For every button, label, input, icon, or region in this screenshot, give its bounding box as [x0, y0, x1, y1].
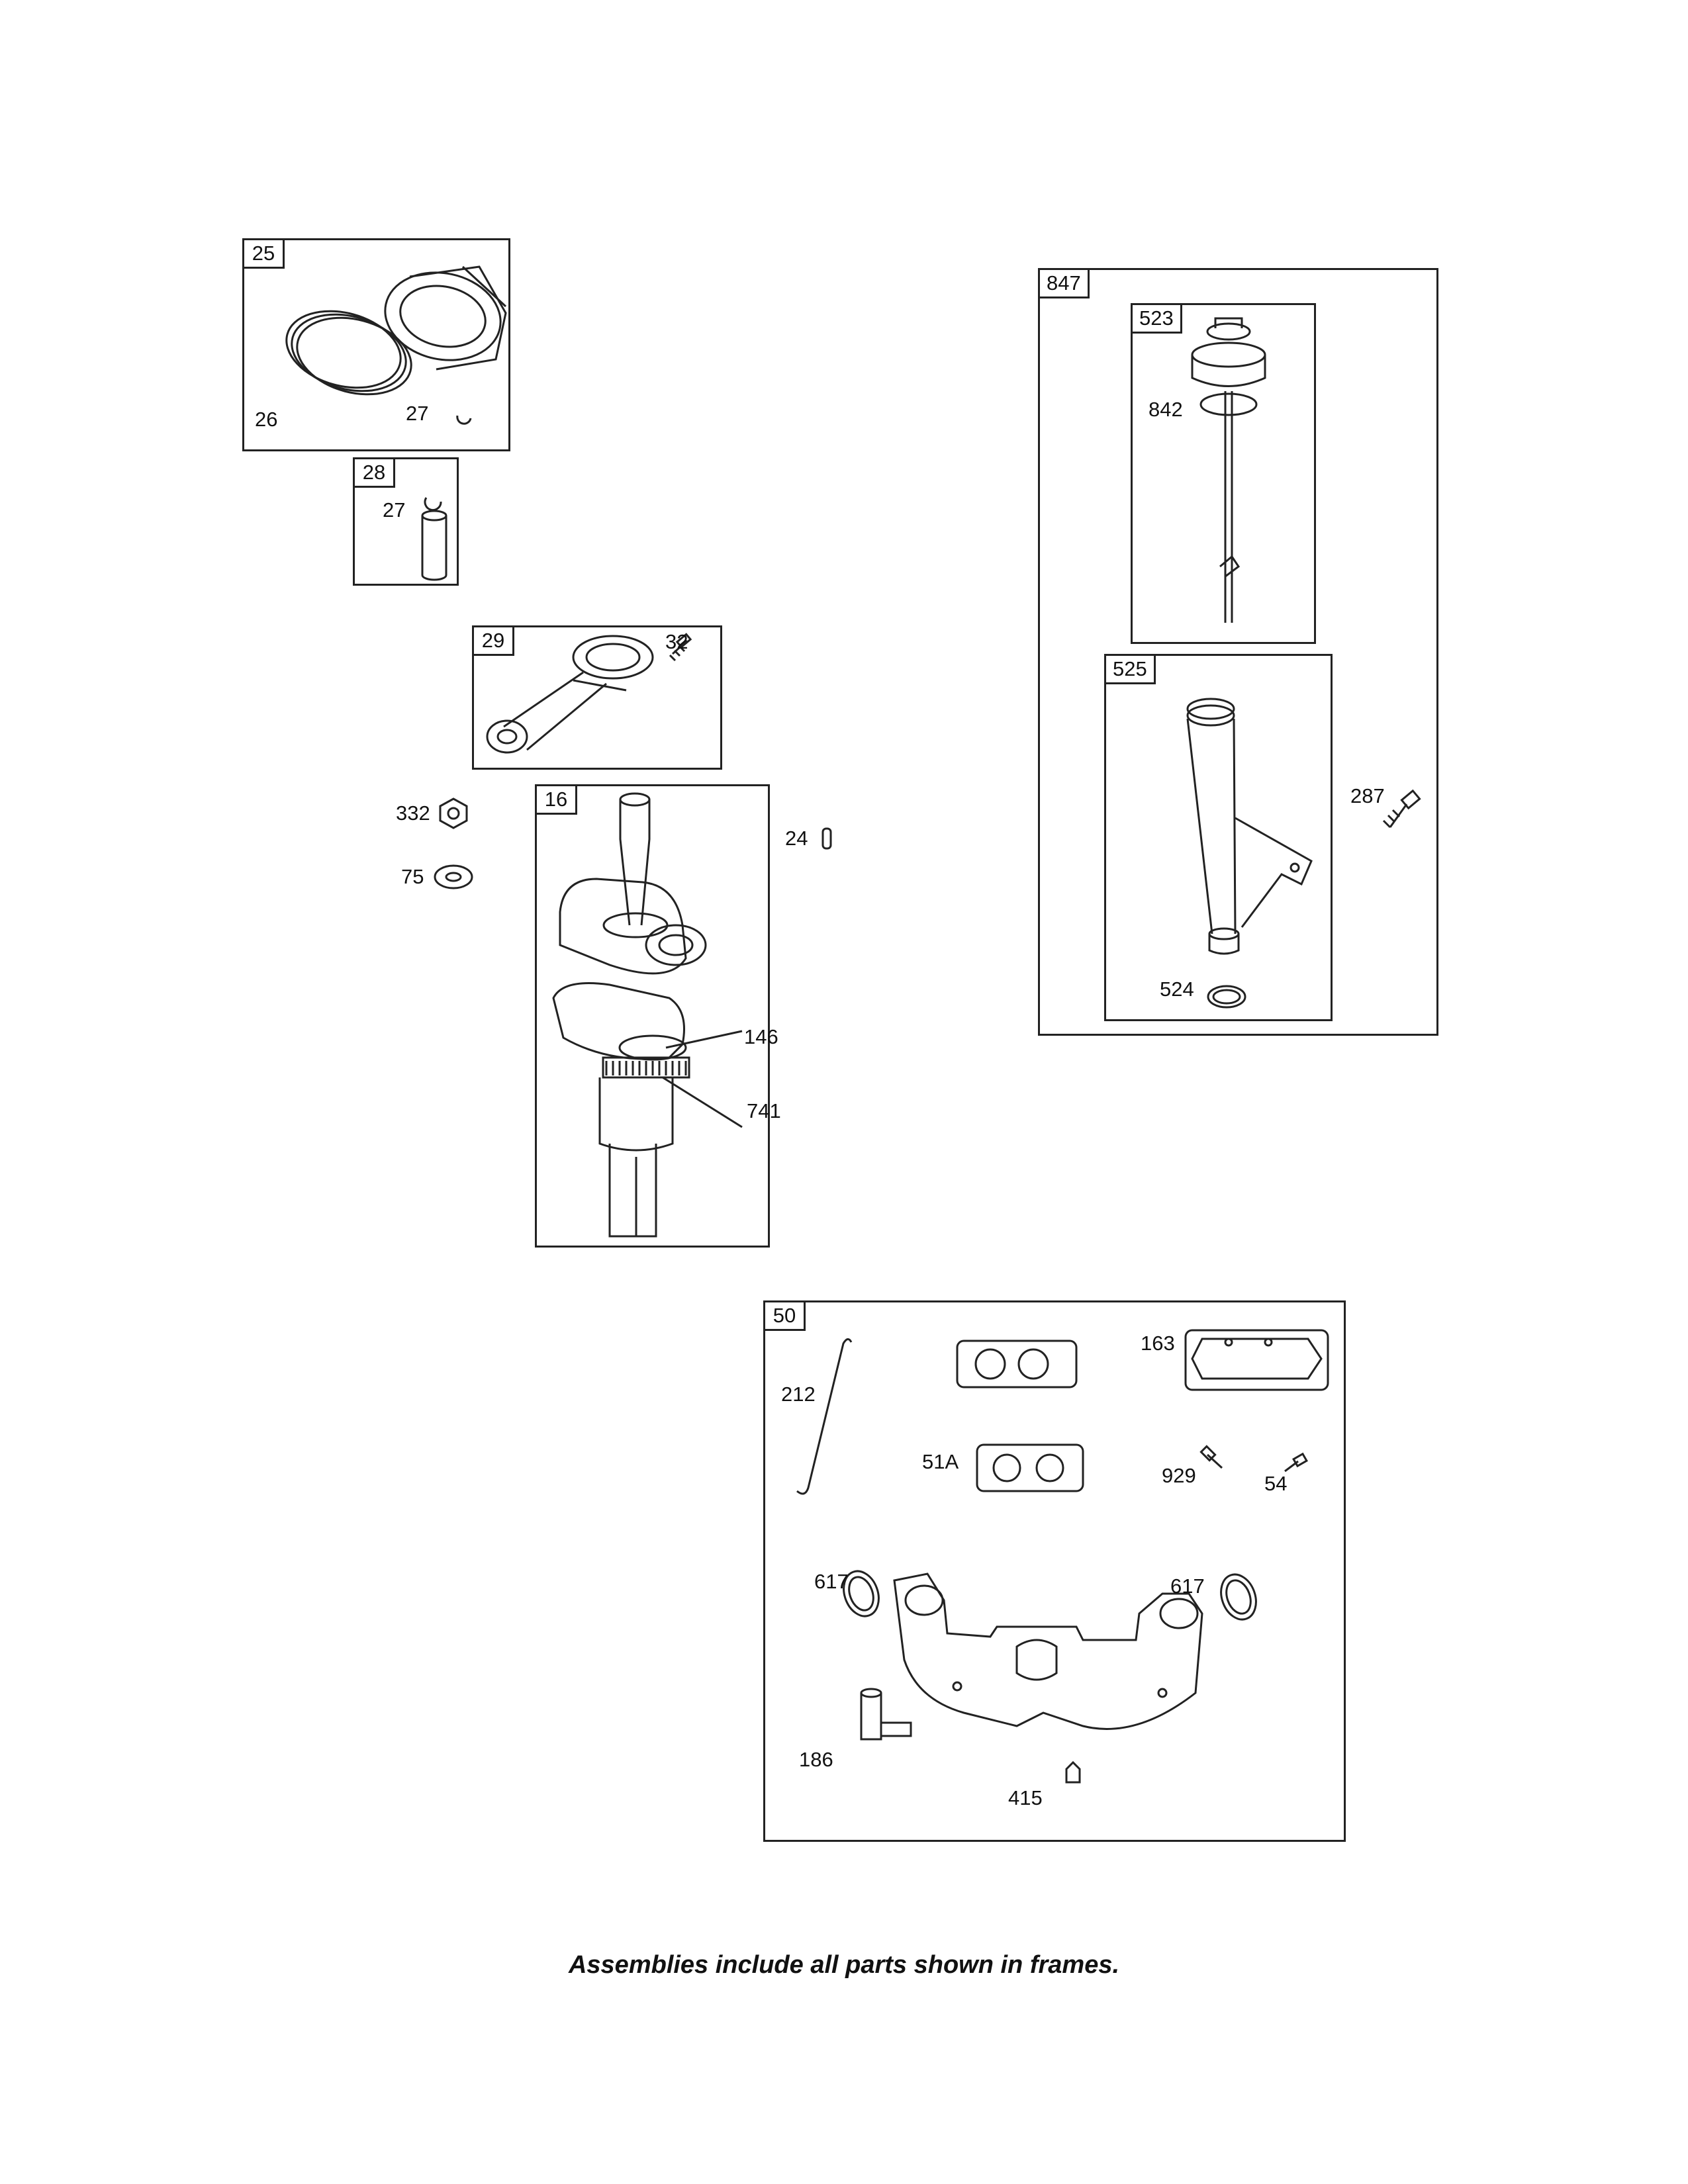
callout-27-retainer: 27 [406, 402, 429, 425]
callout-146: 146 [744, 1025, 778, 1048]
callout-332: 332 [396, 801, 430, 825]
callout-929: 929 [1162, 1464, 1196, 1487]
dipstick-drawing [1133, 305, 1318, 646]
callout-54: 54 [1264, 1472, 1288, 1495]
callout-524: 524 [1160, 978, 1194, 1001]
nut-332-shape [440, 799, 467, 828]
piston-pin-drawing [355, 459, 461, 588]
assembly-frame-28: 28 [353, 457, 459, 586]
callout-24: 24 [785, 827, 808, 850]
assembly-tag-25: 25 [244, 240, 285, 269]
assembly-frame-523: 523 [1131, 303, 1316, 644]
callout-186: 186 [799, 1748, 833, 1771]
crankshaft-drawing [537, 786, 772, 1250]
washer-75-shape [435, 866, 472, 888]
assembly-tag-50: 50 [765, 1302, 806, 1331]
assembly-frame-847: 847 523 525 [1038, 268, 1438, 1036]
assembly-tag-16: 16 [537, 786, 577, 815]
callout-163: 163 [1141, 1332, 1175, 1355]
connecting-rod-drawing [474, 627, 724, 772]
callout-617-right: 617 [1170, 1574, 1205, 1598]
callout-27-pin: 27 [383, 498, 406, 522]
footer-caption: Assemblies include all parts shown in fr… [568, 1951, 1120, 1979]
callout-51A: 51A [922, 1450, 959, 1473]
assembly-tag-525: 525 [1106, 656, 1156, 684]
assembly-frame-16: 16 [535, 784, 770, 1248]
callout-26: 26 [255, 408, 278, 431]
callout-32: 32 [665, 630, 688, 653]
key-24-shape [823, 829, 831, 848]
callout-741: 741 [747, 1099, 781, 1122]
callout-287: 287 [1350, 784, 1385, 807]
callout-617-left: 617 [814, 1570, 849, 1593]
exhaust-manifold-drawing [765, 1302, 1348, 1844]
assembly-tag-28: 28 [355, 459, 395, 488]
piston-rings-drawing [244, 240, 512, 453]
assembly-frame-25: 25 [242, 238, 510, 451]
assembly-frame-50: 50 [763, 1300, 1346, 1842]
callout-212: 212 [781, 1383, 816, 1406]
assembly-tag-847: 847 [1040, 270, 1090, 298]
assembly-tag-29: 29 [474, 627, 514, 656]
assembly-frame-29: 29 [472, 625, 722, 770]
assembly-tag-523: 523 [1133, 305, 1182, 334]
dipstick-tube-drawing [1106, 656, 1335, 1023]
callout-75: 75 [401, 865, 424, 888]
callout-415: 415 [1008, 1786, 1043, 1809]
callout-842: 842 [1149, 398, 1183, 421]
assembly-frame-525: 525 [1104, 654, 1333, 1021]
